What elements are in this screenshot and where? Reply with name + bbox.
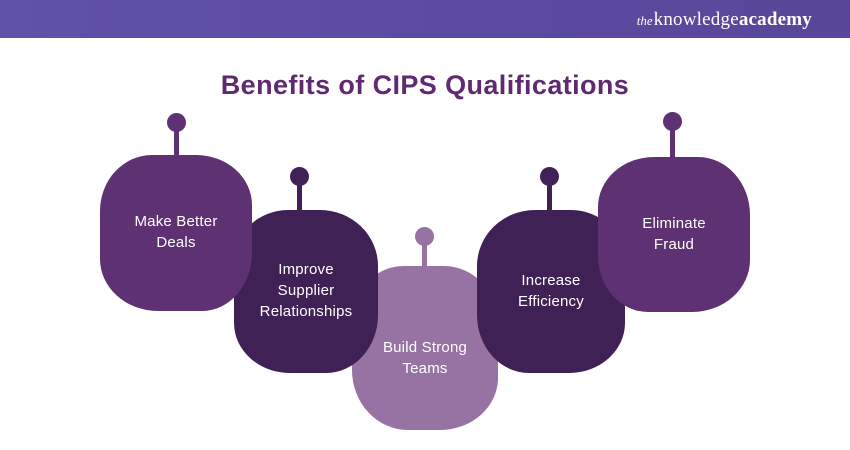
brand-top-bar: theknowledgeacademy — [0, 0, 850, 38]
pin-dot-icon — [290, 167, 309, 186]
pin-stem — [670, 121, 675, 163]
benefit-bubble: Eliminate Fraud — [598, 157, 750, 312]
pin-stem — [422, 236, 427, 274]
benefit-bubble: Build Strong Teams — [352, 266, 498, 430]
pin-stem — [174, 122, 179, 162]
logo-word-knowledge: knowledge — [653, 8, 739, 30]
pin-dot-icon — [167, 113, 186, 132]
pin-dot-icon — [663, 112, 682, 131]
logo-word-the: the — [636, 12, 653, 28]
pin-dot-icon — [415, 227, 434, 246]
pin-stem — [297, 176, 302, 217]
benefit-bubble: Increase Efficiency — [477, 210, 625, 373]
benefit-bubble: Improve Supplier Relationships — [234, 210, 378, 373]
pin-stem — [547, 176, 552, 217]
pin-dot-icon — [540, 167, 559, 186]
knowledge-academy-logo: theknowledgeacademy — [637, 10, 812, 29]
benefit-bubble: Make Better Deals — [100, 155, 252, 311]
page-title: Benefits of CIPS Qualifications — [220, 70, 630, 100]
logo-word-academy: academy — [738, 8, 812, 30]
